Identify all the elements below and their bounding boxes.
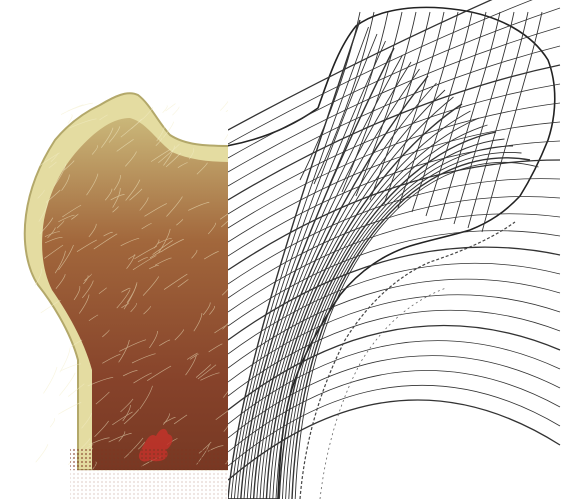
trabecula (36, 444, 48, 462)
trabecula (225, 116, 236, 140)
trabecula (59, 373, 75, 396)
trabecula (226, 106, 234, 112)
stress-line-drawing (226, 0, 560, 499)
trabecula (220, 99, 229, 111)
trabecula (43, 367, 57, 394)
trabecula (172, 107, 179, 116)
femur-outline (226, 7, 555, 499)
bone-photo-half (25, 93, 243, 499)
trabecula (163, 106, 168, 113)
trabecula (50, 418, 55, 427)
bone-marrow (42, 118, 232, 470)
inner-cortex-line-2 (320, 288, 446, 499)
